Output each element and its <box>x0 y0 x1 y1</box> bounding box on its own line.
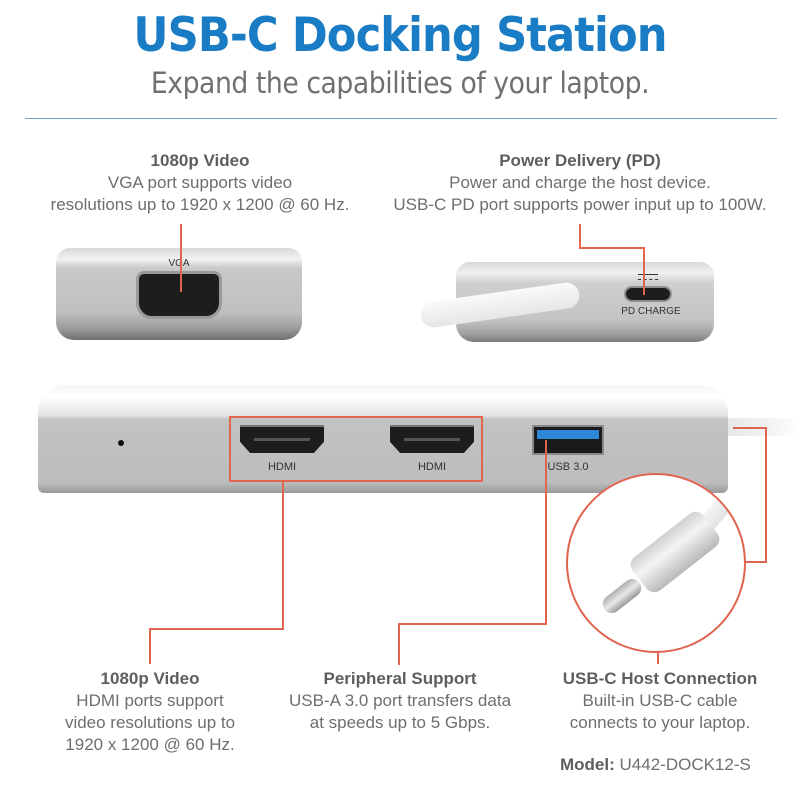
callout-text: at speeds up to 5 Gbps. <box>309 713 491 732</box>
leader-line-hdmi <box>282 482 284 630</box>
page-subtitle: Expand the capabilities of your laptop. <box>150 66 650 100</box>
callout-text: USB-C PD port supports power input up to… <box>393 195 767 214</box>
callout-text: 1920 x 1200 @ 60 Hz. <box>65 735 235 754</box>
model-label: Model: <box>560 755 615 774</box>
leader-line-hdmi <box>149 628 151 664</box>
callout-text: Power and charge the host device. <box>449 173 711 192</box>
leader-line-pd <box>579 247 644 249</box>
pd-charge-label: PD CHARGE <box>621 306 681 317</box>
model-number: Model: U442-DOCK12-S <box>560 755 760 775</box>
leader-line-pd <box>643 247 645 295</box>
leader-line-hdmi <box>149 628 284 630</box>
hdmi-port-1-icon <box>240 425 324 453</box>
callout-host-connection: USB-C Host Connection Built-in USB-C cab… <box>550 668 770 734</box>
hdmi-port-2-label: HDMI <box>417 461 447 473</box>
leader-line-pd <box>579 224 581 248</box>
usb-c-connector-icon <box>599 575 645 617</box>
device-main-front-view: HDMI HDMI USB 3.0 <box>38 385 728 493</box>
callout-heading: Power Delivery (PD) <box>499 151 661 170</box>
callout-text: resolutions up to 1920 x 1200 @ 60 Hz. <box>50 195 350 214</box>
callout-text: video resolutions up to <box>64 713 236 732</box>
vga-port-icon <box>136 271 222 319</box>
page-title: USB-C Docking Station <box>133 8 667 63</box>
usb-c-plug-closeup <box>566 473 746 653</box>
callout-heading: 1080p Video <box>150 151 250 170</box>
callout-text: Built-in USB-C cable <box>582 691 738 710</box>
callout-heading: USB-C Host Connection <box>562 669 758 688</box>
usb-a-port-icon <box>532 425 604 455</box>
leader-line-usb-a <box>398 623 547 625</box>
leader-line-host <box>765 427 767 563</box>
vga-port-label: VGA <box>168 258 190 269</box>
leader-line-vga <box>180 224 182 292</box>
callout-text: connects to your laptop. <box>569 713 751 732</box>
callout-text: VGA port supports video <box>107 173 293 192</box>
header-divider <box>25 118 777 119</box>
leader-line-host <box>657 652 659 664</box>
callout-heading: Peripheral Support <box>323 669 477 688</box>
hdmi-highlight-box <box>229 416 483 482</box>
device-vga-side-view: VGA <box>56 248 302 340</box>
callout-peripheral-support: Peripheral Support USB-A 3.0 port transf… <box>270 668 530 734</box>
usb-c-pd-port-icon <box>624 286 672 302</box>
dc-power-symbol-icon <box>638 274 658 280</box>
callout-hdmi-video: 1080p Video HDMI ports support video res… <box>30 668 270 756</box>
callout-text: HDMI ports support <box>76 691 224 710</box>
hdmi-port-2-icon <box>390 425 474 453</box>
leader-line-host <box>745 561 767 563</box>
model-value: U442-DOCK12-S <box>619 755 751 774</box>
leader-line-host <box>733 427 767 429</box>
usb-a-port-label: USB 3.0 <box>547 461 589 473</box>
callout-heading: 1080p Video <box>100 669 200 688</box>
callout-vga-video: 1080p Video VGA port supports video reso… <box>20 150 380 216</box>
leader-line-usb-a <box>398 623 400 665</box>
callout-text: USB-A 3.0 port transfers data <box>288 691 512 710</box>
status-led-icon <box>118 440 124 446</box>
callout-power-delivery: Power Delivery (PD) Power and charge the… <box>370 150 790 216</box>
hdmi-port-1-label: HDMI <box>267 461 297 473</box>
leader-line-usb-a <box>545 440 547 625</box>
